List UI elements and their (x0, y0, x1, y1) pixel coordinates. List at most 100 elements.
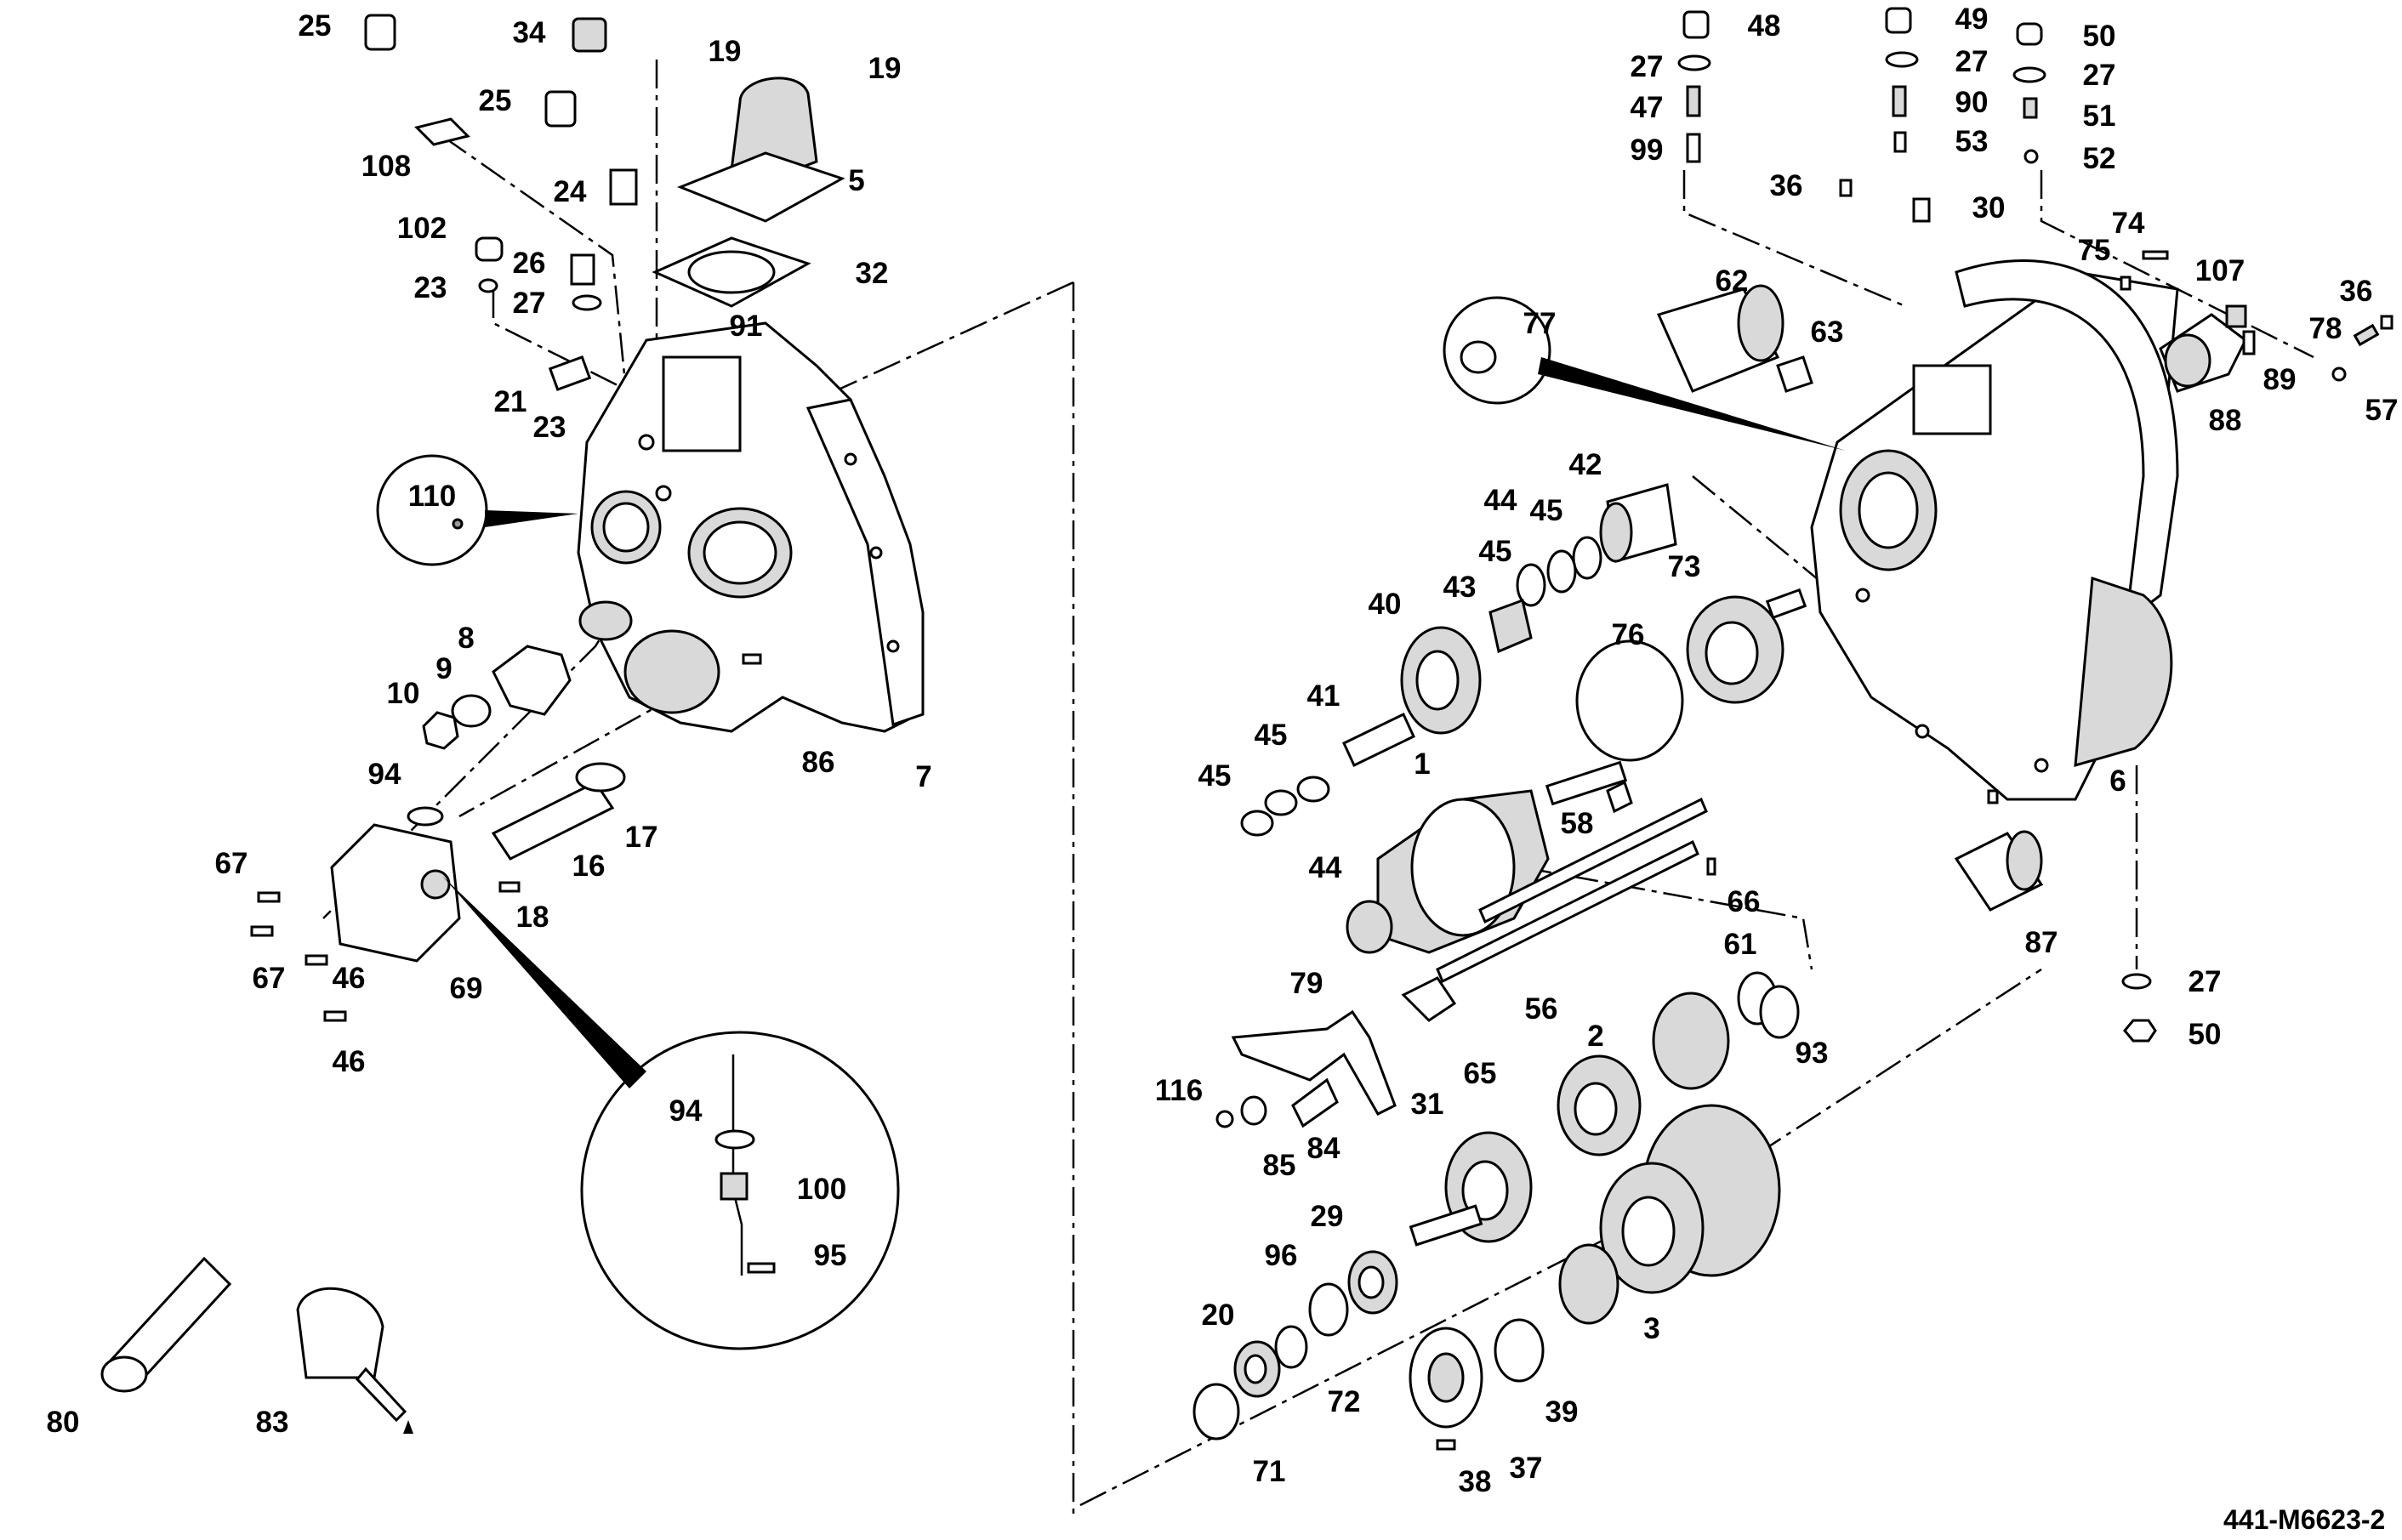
callout-69: 69 (450, 972, 483, 1005)
callout-73: 73 (1668, 550, 1701, 583)
callout-26: 26 (513, 247, 546, 280)
callout-86: 86 (802, 746, 835, 779)
sensor-107 (2225, 304, 2247, 328)
main-shaft-nose (1346, 900, 1393, 954)
oring-27a (572, 294, 602, 311)
ring-39 (1494, 1318, 1545, 1383)
callout-42: 42 (1569, 448, 1602, 481)
bottle-drop (403, 1420, 413, 1434)
detail-circle-110 (376, 454, 488, 566)
callout-53: 53 (1955, 125, 1989, 158)
washer-45c (1296, 776, 1330, 803)
clutch-73-shaft (1765, 588, 1807, 620)
callout-17: 17 (625, 821, 658, 854)
callout-2: 2 (1587, 1020, 1603, 1053)
callout-46: 46 (333, 1045, 366, 1078)
centerline-upper (1682, 170, 1906, 308)
bracket-108 (414, 117, 470, 146)
bolt-67b (250, 925, 274, 937)
nut-50 (2123, 1019, 2157, 1043)
callout-61: 61 (1724, 928, 1757, 961)
callout-66: 66 (1728, 885, 1761, 918)
pin-74 (2142, 250, 2169, 260)
bolt-67a (257, 891, 281, 903)
callout-3: 3 (1643, 1312, 1659, 1345)
detail-77-ring (1460, 340, 1497, 374)
callout-37: 37 (1510, 1452, 1543, 1485)
bolt-36b (2380, 315, 2393, 330)
bolt-75 (2120, 276, 2132, 291)
callout-20: 20 (1202, 1298, 1235, 1332)
rail-56b (1478, 797, 1708, 924)
housing-bolt-4 (886, 639, 900, 653)
callout-36: 36 (1770, 169, 1803, 202)
rear-housing-shroud (2074, 576, 2173, 768)
callout-99: 99 (1631, 134, 1664, 167)
rear-housing-assembly (1079, 7, 2393, 1507)
housing-bolt-3 (869, 546, 883, 560)
detail-77-pointer (1538, 357, 1846, 451)
callout-108: 108 (361, 150, 411, 183)
callout-78: 78 (2309, 312, 2342, 345)
drawing-id: 441-M6623-2 (2223, 1504, 2385, 1535)
callout-85: 85 (1263, 1149, 1296, 1182)
callout-19: 19 (709, 35, 742, 68)
rear-housing-boss (1912, 364, 1992, 435)
callout-50: 50 (2189, 1018, 2222, 1051)
callout-74: 74 (2112, 207, 2145, 240)
callout-87: 87 (2025, 926, 2058, 959)
oring-94 (407, 806, 444, 827)
callout-71: 71 (1253, 1455, 1286, 1488)
lever-84 (1291, 1077, 1339, 1128)
shaft-31 (1409, 1204, 1483, 1247)
callout-48: 48 (1748, 9, 1781, 43)
callout-8: 8 (458, 622, 474, 655)
callout-23: 23 (414, 271, 447, 304)
plug-102 (475, 236, 504, 262)
main-shaft-drum (1410, 798, 1516, 937)
callout-34: 34 (513, 16, 546, 49)
callout-27: 27 (2189, 965, 2222, 998)
oring-76 (1575, 639, 1684, 762)
callout-9: 9 (435, 652, 452, 685)
callout-27: 27 (2083, 59, 2116, 92)
plug-25a (364, 14, 396, 51)
callout-100: 100 (797, 1173, 846, 1206)
gear-31-hub (1461, 1160, 1509, 1221)
rear-bolt-3 (2034, 758, 2049, 773)
callout-107: 107 (2195, 254, 2245, 287)
sleeve-42-end (1599, 502, 1633, 563)
spring-78 (2353, 323, 2380, 347)
callout-88: 88 (2209, 404, 2242, 437)
callout-10: 10 (387, 677, 420, 710)
fitting-21 (548, 355, 592, 391)
centerline-23 (492, 289, 664, 410)
oring-27e (2121, 973, 2152, 990)
washer-44b (1240, 810, 1274, 837)
washer-44a (1546, 549, 1577, 594)
callout-67: 67 (215, 847, 248, 880)
callout-49: 49 (1955, 3, 1989, 36)
washer-45d (1264, 789, 1298, 816)
pin-66 (1706, 857, 1716, 876)
bolt-18 (498, 881, 521, 893)
rear-bolt-2 (1915, 724, 1930, 739)
bolt-89 (2242, 330, 2256, 355)
callout-16: 16 (572, 850, 606, 883)
seal-71 (1192, 1383, 1240, 1441)
plug-49 (1885, 7, 1912, 34)
callout-102: 102 (397, 212, 447, 245)
ball-52 (2023, 149, 2039, 164)
callout-7: 7 (915, 760, 931, 793)
spring-47 (1686, 85, 1701, 117)
sleeve-58 (1606, 780, 1633, 814)
callout-110: 110 (408, 480, 456, 513)
sensor-stem (731, 1054, 743, 1276)
tube-16 (491, 781, 615, 861)
bearing-43 (1488, 599, 1533, 654)
callout-45: 45 (1255, 719, 1288, 752)
callout-24: 24 (554, 175, 587, 208)
housing-top-boss (662, 355, 742, 452)
callout-94: 94 (669, 1094, 703, 1128)
